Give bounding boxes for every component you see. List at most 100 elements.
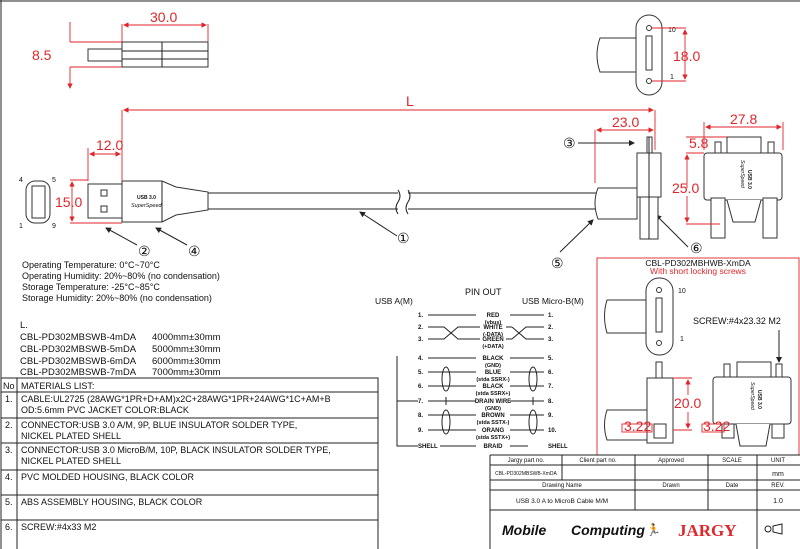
length-title: L. bbox=[20, 320, 28, 331]
header-rev: REV. bbox=[771, 483, 785, 489]
superspeed-logo-text: SuperSpeed bbox=[739, 160, 745, 188]
header-drawing-name: Drawing Name bbox=[542, 483, 582, 489]
spec-line: Operating Humidity: 20%~80% (no condensa… bbox=[22, 271, 220, 281]
materials-row-no: 6. bbox=[5, 522, 13, 532]
runner-logo-icon: 🏃 bbox=[646, 523, 661, 537]
header-drawn: Drawn bbox=[662, 483, 679, 489]
header-scale: SCALE bbox=[722, 458, 742, 464]
pinout-wire-signal: (stda SSRX+) bbox=[476, 391, 511, 397]
length-value: 5000mm±30mm bbox=[152, 344, 221, 355]
pinout-right-pin: 6. bbox=[548, 370, 553, 376]
pin-label: 5 bbox=[52, 177, 56, 184]
dim-30: 30.0 bbox=[150, 9, 177, 25]
length-value: 6000mm±30mm bbox=[152, 356, 221, 367]
materials-no-header: No bbox=[3, 381, 15, 391]
pinout-wire-signal: (vbus) bbox=[485, 320, 502, 326]
materials-row-no: 4. bbox=[5, 472, 13, 482]
unit-value: mm bbox=[772, 471, 784, 478]
dim-25: 25.0 bbox=[672, 180, 699, 196]
pinout-wire-color: WHITE bbox=[483, 325, 502, 331]
length-part: CBL-PD302MBSWB-5mDA bbox=[20, 344, 137, 355]
length-value: 4000mm±30mm bbox=[152, 332, 221, 343]
materials-row-line1: ABS ASSEMBLY HOUSING, BLACK COLOR bbox=[21, 497, 203, 507]
dim-3-22-b: 3.22 bbox=[703, 418, 730, 434]
callouts: ② ④ ① ⑤ ③ ⑥ bbox=[105, 135, 703, 271]
materials-row-line1: CONNECTOR:USB 3.0 MicroB/M, 10P, BLACK I… bbox=[21, 445, 331, 455]
callout-3: ③ bbox=[563, 135, 576, 151]
pinout-wire-signal: (+DATA) bbox=[482, 344, 504, 350]
spec-line: Storage Humidity: 20%~80% (no condensati… bbox=[22, 293, 212, 303]
length-part: CBL-PD302MBSWB-6mDA bbox=[20, 356, 137, 367]
cable bbox=[208, 192, 596, 210]
pinout-left-pin: 8. bbox=[418, 413, 423, 419]
variant-part-no: CBL-PD302MBHWB-XmDA bbox=[645, 258, 751, 268]
dim-20: 20.0 bbox=[674, 395, 701, 411]
callout-1: ① bbox=[397, 230, 410, 246]
materials-row-line2: NICKEL PLATED SHELL bbox=[21, 431, 121, 441]
header-date: Date bbox=[726, 483, 739, 489]
pinout-wire bbox=[511, 326, 544, 340]
pinout-right-pin: 10. bbox=[548, 428, 557, 434]
callout-4: ④ bbox=[188, 243, 201, 259]
logo-computing: Computing bbox=[571, 522, 645, 538]
usb-logo-text: USB 3.0 bbox=[756, 390, 762, 409]
materials-row-line1: PVC MOLDED HOUSING, BLACK COLOR bbox=[21, 472, 195, 482]
materials-row-line2: OD:5.6mm PVC JACKET COLOR:BLACK bbox=[21, 405, 189, 415]
length-value: 7000mm±30mm bbox=[152, 367, 221, 378]
length-table: L. CBL-PD302MBSWB-4mDA 4000mm±30mm CBL-P… bbox=[20, 320, 221, 378]
dim-8-5: 8.5 bbox=[32, 47, 52, 63]
drawing-name: USB 3.0 A to MicroB Cable M/M bbox=[516, 498, 608, 505]
pinout-left-header: USB A(M) bbox=[375, 296, 413, 306]
superspeed-logo-text: SuperSpeed bbox=[131, 203, 163, 209]
dim-15: 15.0 bbox=[55, 194, 82, 210]
callout-2: ② bbox=[138, 243, 151, 259]
pinout-wire-color: GREEN bbox=[482, 337, 503, 343]
pinout-right-pin: 1. bbox=[548, 313, 553, 319]
pin-label: 1 bbox=[680, 336, 684, 343]
length-part: CBL-PD302MBSWB-4mDA bbox=[20, 332, 137, 343]
variant-screw-label: SCREW:#4x23.32 M2 bbox=[693, 316, 781, 326]
pinout-right-pin: 3. bbox=[548, 337, 553, 343]
pin-label: 10 bbox=[678, 288, 686, 295]
environment-specs: Operating Temperature: 0°C~70°C Operatin… bbox=[22, 260, 220, 303]
twisted-pair-marker bbox=[441, 409, 451, 435]
usb-logo-text: USB 3.0 bbox=[746, 170, 752, 189]
twisted-pair-marker bbox=[441, 366, 451, 392]
materials-row-line1: CONNECTOR:USB 3.0 A/M, 9P, BLUE INSULATO… bbox=[21, 420, 297, 430]
pinout-wire-color: RED bbox=[487, 313, 500, 319]
dim-23: 23.0 bbox=[612, 114, 639, 130]
dim-18: 18.0 bbox=[673, 48, 700, 64]
dim-12: 12.0 bbox=[96, 137, 123, 153]
callout-5: ⑤ bbox=[551, 255, 564, 271]
materials-row-line1: SCREW:#4x33 M2 bbox=[21, 522, 96, 532]
pinout-wire-color: BLACK bbox=[483, 356, 505, 362]
pinout-wire-signal: (-DATA) bbox=[483, 332, 503, 338]
materials-row-no: 2. bbox=[5, 420, 13, 430]
spec-line: Operating Temperature: 0°C~70°C bbox=[22, 260, 160, 270]
pinout-left-pin: 9. bbox=[418, 428, 423, 434]
pinout-right-pin: 8. bbox=[548, 399, 553, 405]
dim-L: L bbox=[406, 93, 414, 109]
usb-a-side-view: 30.0 8.5 bbox=[32, 9, 209, 88]
pin-label: 4 bbox=[19, 177, 23, 184]
pin-label: 10 bbox=[668, 27, 676, 34]
pinout-wire-color: DRAIN WIRE bbox=[475, 399, 511, 405]
logo-mobile: Mobile bbox=[502, 522, 547, 538]
variant-note: With short locking screws bbox=[650, 266, 746, 276]
superspeed-logo-text: SuperSpeed bbox=[749, 382, 755, 410]
materials-title: MATERIALS LIST: bbox=[21, 381, 94, 391]
length-part: CBL-PD302MBSWB-7mDA bbox=[20, 367, 137, 378]
materials-row-line2: NICKEL PLATED SHELL bbox=[21, 456, 121, 466]
pinout-wire-signal: (stda SSTX+) bbox=[476, 435, 510, 441]
micro-b-connector-views: 10 1 18.0 23.0 USB 3.0 SuperSpeed 27.8 5… bbox=[594, 14, 784, 240]
header-client-part: Client part no. bbox=[579, 458, 617, 464]
pinout-wire-color: BLACK bbox=[483, 384, 505, 390]
pinout-wire-signal: (stda SSRX-) bbox=[476, 377, 509, 383]
header-unit: UNIT bbox=[771, 458, 785, 464]
pinout-wire bbox=[428, 326, 474, 340]
pin-label: 1 bbox=[670, 74, 674, 81]
pinout-right-pin: 5. bbox=[548, 356, 553, 362]
pinout-right-pin: 9. bbox=[548, 413, 553, 419]
